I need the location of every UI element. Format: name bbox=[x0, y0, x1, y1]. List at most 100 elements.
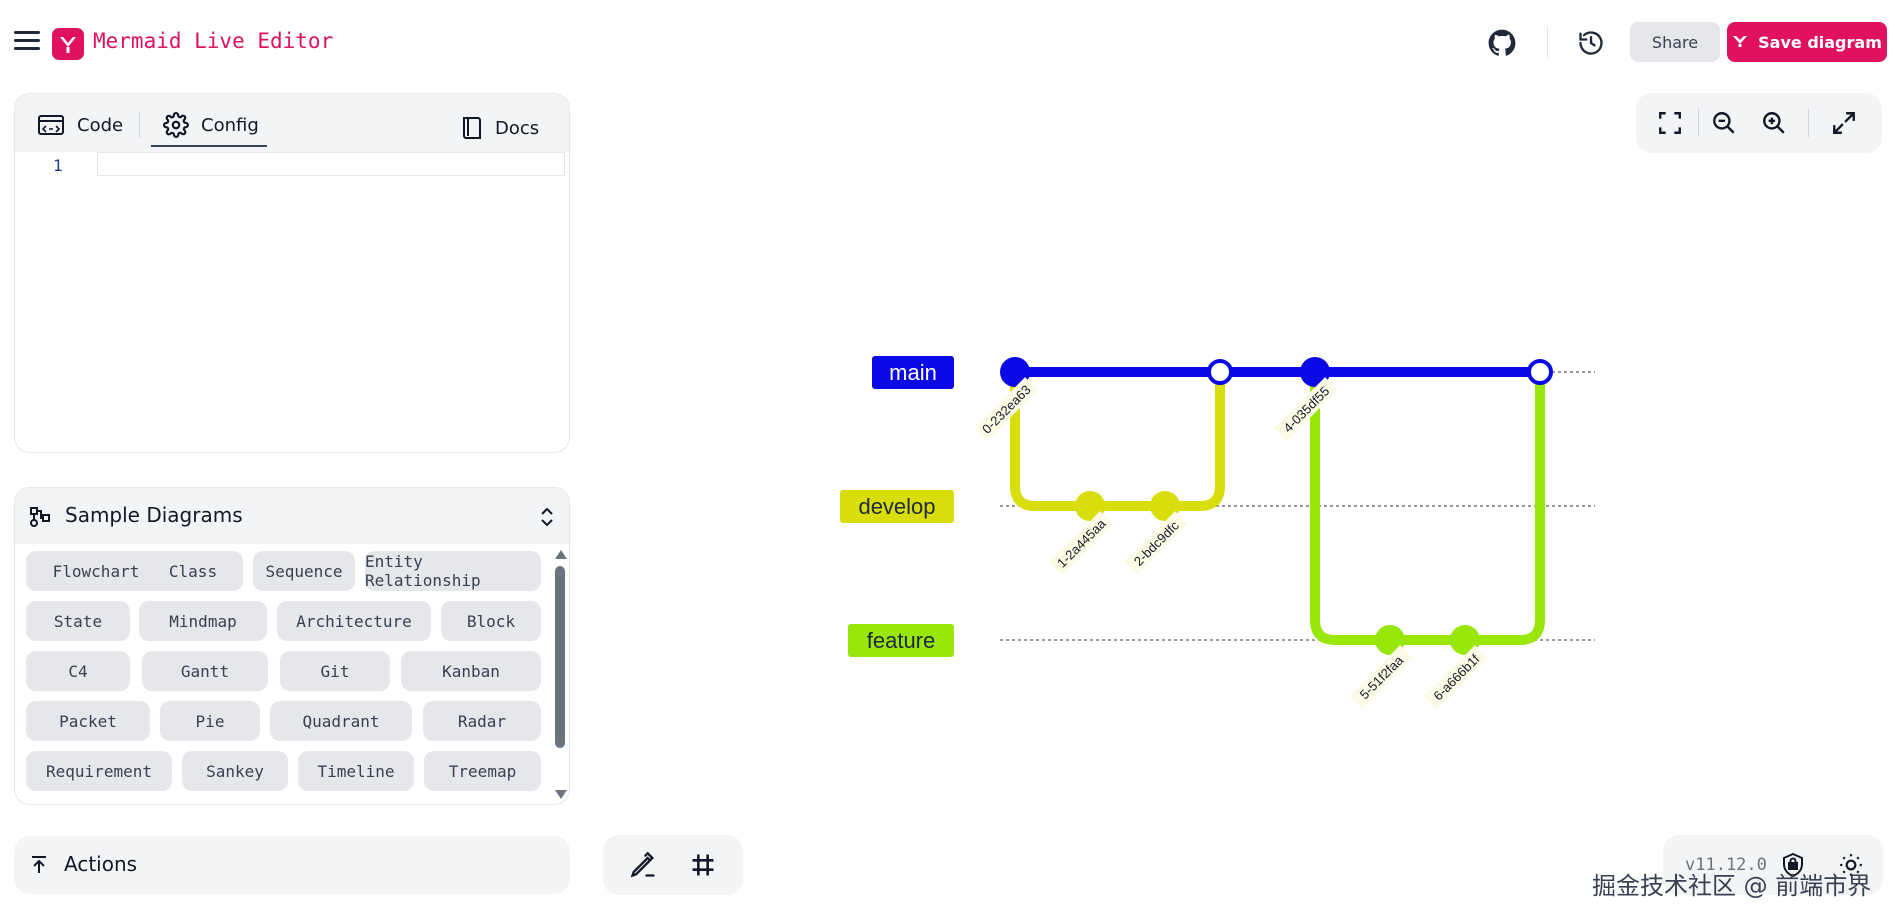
feature-branch-line bbox=[1310, 372, 1545, 645]
history-icon[interactable] bbox=[1573, 25, 1609, 61]
book-icon bbox=[463, 117, 481, 139]
app-title[interactable]: Mermaid Live Editor bbox=[93, 29, 334, 53]
sample-timeline[interactable]: Timeline bbox=[298, 751, 414, 791]
commit-label-bg bbox=[1049, 511, 1113, 575]
sample-packet[interactable]: Packet bbox=[26, 701, 150, 741]
commit-label-bg bbox=[1124, 511, 1188, 575]
share-button[interactable]: Share bbox=[1630, 22, 1720, 62]
edit-pen-icon[interactable] bbox=[625, 847, 661, 883]
tab-code[interactable]: Code bbox=[37, 108, 123, 142]
commit-label-bg bbox=[1274, 377, 1338, 441]
tab-config[interactable]: Config bbox=[163, 108, 259, 142]
version-label: v11.12.0 bbox=[1685, 855, 1767, 875]
commit-label: 6-a666b1f bbox=[1430, 651, 1482, 703]
commit-label-bg bbox=[1349, 645, 1413, 709]
sample-gantt[interactable]: Gantt bbox=[142, 651, 268, 691]
menu-icon[interactable] bbox=[14, 31, 40, 51]
sample-sankey[interactable]: Sankey bbox=[182, 751, 288, 791]
save-diagram-button[interactable]: Save diagram bbox=[1727, 22, 1887, 62]
tab-divider bbox=[139, 112, 140, 138]
privacy-shield-icon[interactable] bbox=[1775, 847, 1811, 883]
sample-block[interactable]: Block bbox=[441, 601, 541, 641]
grid-icon[interactable] bbox=[685, 847, 721, 883]
sample-kanban[interactable]: Kanban bbox=[401, 651, 541, 691]
commit-label: 5-51f2faa bbox=[1357, 652, 1407, 702]
sample-c4[interactable]: C4 bbox=[26, 651, 130, 691]
sample-mindmap[interactable]: Mindmap bbox=[139, 601, 267, 641]
scroll-up-arrow[interactable] bbox=[555, 550, 567, 559]
scroll-down-arrow[interactable] bbox=[555, 790, 567, 799]
develop-branch-line bbox=[1010, 372, 1225, 511]
diagram-icon bbox=[30, 507, 50, 527]
sample-diagrams-header[interactable]: Sample Diagrams bbox=[15, 488, 569, 544]
sample-radar[interactable]: Radar bbox=[423, 701, 541, 741]
merge-commit-dot[interactable] bbox=[1527, 359, 1553, 385]
zoom-out-icon[interactable] bbox=[1706, 105, 1742, 141]
branch-label-develop bbox=[840, 490, 954, 523]
branch-label-main-text: main bbox=[889, 360, 937, 385]
merge-commit-dot[interactable] bbox=[1207, 359, 1233, 385]
sample-diagrams-title: Sample Diagrams bbox=[65, 503, 243, 527]
diagram-canvas: main develop feature 0-232ea63 1-2a445aa… bbox=[840, 356, 1595, 709]
commit-dot[interactable] bbox=[1075, 491, 1105, 521]
watermark: 掘金技术社区 @ 前端市界 bbox=[1592, 872, 1872, 900]
fit-screen-icon[interactable] bbox=[1652, 105, 1688, 141]
sample-pie[interactable]: Pie bbox=[160, 701, 260, 741]
commit-dot[interactable] bbox=[1450, 625, 1480, 655]
mermaid-logo-icon[interactable] bbox=[52, 28, 84, 60]
actions-panel[interactable]: Actions bbox=[14, 836, 570, 894]
commit-label: 4-035df55 bbox=[1280, 383, 1332, 435]
tab-config-label: Config bbox=[201, 114, 259, 136]
zoom-in-icon[interactable] bbox=[1756, 105, 1792, 141]
commit-label-bg bbox=[1424, 645, 1488, 709]
sample-diagrams-panel: Sample Diagrams Flowchart Class Sequence… bbox=[14, 487, 570, 805]
code-icon bbox=[38, 115, 64, 135]
sample-class[interactable]: Class bbox=[143, 551, 243, 591]
sample-sequence[interactable]: Sequence bbox=[253, 551, 355, 591]
sample-requirement[interactable]: Requirement bbox=[26, 751, 172, 791]
gear-icon bbox=[163, 112, 189, 138]
header-divider bbox=[1547, 26, 1548, 58]
commit-label-bg bbox=[974, 377, 1038, 441]
code-editor-line[interactable] bbox=[97, 152, 565, 176]
branch-label-main bbox=[872, 356, 954, 389]
sample-architecture[interactable]: Architecture bbox=[277, 601, 431, 641]
zoom-divider bbox=[1698, 109, 1699, 137]
commit-dot[interactable] bbox=[1000, 357, 1030, 387]
canvas-tools bbox=[603, 835, 743, 895]
scrollbar-thumb[interactable] bbox=[555, 566, 565, 748]
commit-dot[interactable] bbox=[1375, 625, 1405, 655]
github-icon[interactable] bbox=[1484, 25, 1520, 61]
status-panel: v11.12.0 bbox=[1663, 835, 1883, 895]
sample-quadrant[interactable]: Quadrant bbox=[270, 701, 412, 741]
commit-dot[interactable] bbox=[1300, 357, 1330, 387]
commit-label: 0-232ea63 bbox=[979, 382, 1034, 437]
save-diagram-label: Save diagram bbox=[1758, 32, 1882, 52]
actions-title: Actions bbox=[64, 852, 138, 876]
line-number: 1 bbox=[53, 156, 63, 175]
tab-code-label: Code bbox=[77, 114, 124, 136]
zoom-divider bbox=[1808, 109, 1809, 137]
sample-state[interactable]: State bbox=[26, 601, 130, 641]
commit-label: 1-2a445aa bbox=[1054, 516, 1109, 571]
branch-label-feature bbox=[848, 624, 954, 657]
sample-git[interactable]: Git bbox=[280, 651, 390, 691]
collapse-icon[interactable] bbox=[539, 506, 555, 528]
tab-docs[interactable]: Docs bbox=[461, 111, 539, 145]
mermaid-tail-icon bbox=[1732, 33, 1748, 52]
commit-label: 2-bdc9dfc bbox=[1131, 518, 1182, 569]
upload-icon bbox=[32, 856, 46, 873]
sample-flowchart[interactable]: Flowchart bbox=[26, 551, 166, 591]
editor-tabbar: Code Config Docs bbox=[15, 94, 569, 152]
zoom-toolbar bbox=[1636, 93, 1882, 153]
active-tab-indicator bbox=[151, 145, 267, 147]
commit-dot[interactable] bbox=[1150, 491, 1180, 521]
theme-toggle-icon[interactable] bbox=[1833, 847, 1869, 883]
expand-icon[interactable] bbox=[1826, 105, 1862, 141]
header: Mermaid Live Editor Share Save diagram bbox=[0, 0, 1895, 84]
branch-label-feature-text: feature bbox=[867, 628, 936, 653]
tab-docs-label: Docs bbox=[495, 117, 540, 139]
sample-entity-relationship[interactable]: Entity Relationship bbox=[365, 551, 541, 591]
sample-treemap[interactable]: Treemap bbox=[424, 751, 541, 791]
